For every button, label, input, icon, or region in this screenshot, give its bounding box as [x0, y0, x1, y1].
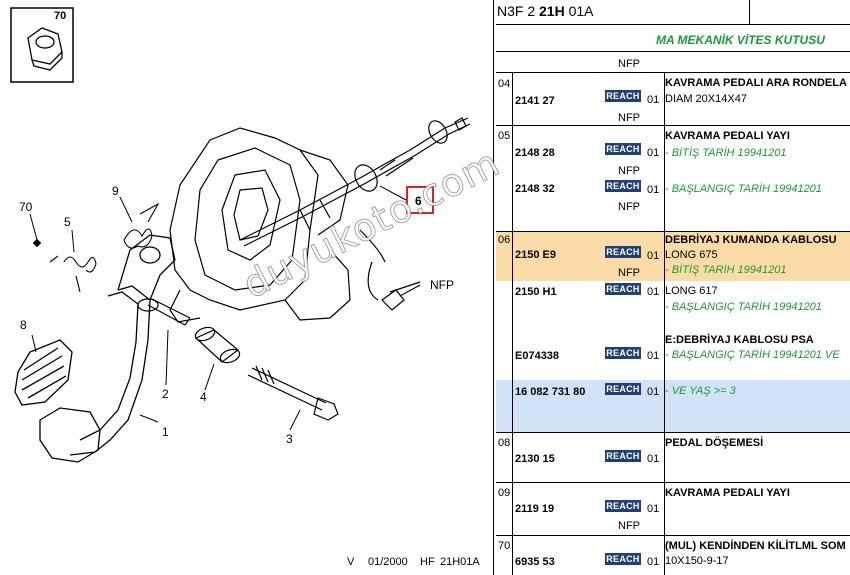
highlight-box — [406, 186, 434, 214]
callout-5: 5 — [64, 215, 71, 229]
exploded-diagram: 70 9 5 8 2 4 1 3 6 NFP 70 V 01/2000 HF 2… — [10, 7, 480, 568]
quantity: 01 — [647, 286, 660, 298]
pedal-pad-icon — [14, 339, 73, 406]
reach-badge: REACH — [605, 90, 641, 102]
footer-v: V — [347, 556, 355, 568]
reach-badge: REACH — [605, 143, 641, 155]
part-desc: LONG 675 — [665, 249, 718, 261]
part-ref[interactable]: E074338 — [515, 350, 560, 362]
footer-code: 21H01A — [440, 556, 480, 568]
part-desc: DIAM 20X14X47 — [665, 93, 747, 105]
date-note: - BAŞLANGIÇ TARİH 19941201 — [665, 183, 822, 195]
callout-4: 4 — [200, 390, 207, 404]
row-number: 06 — [498, 234, 511, 246]
part-ref[interactable]: 2150 E9 — [515, 249, 556, 261]
part-title: (MUL) KENDİNDEN KİLİTLML SOM — [665, 540, 846, 552]
quantity: 01 — [647, 350, 660, 362]
row-number: 09 — [498, 487, 511, 499]
callout-3: 3 — [286, 432, 293, 446]
row-number: 05 — [498, 130, 511, 142]
part-title: DEBRİYAJ KUMANDA KABLOSU — [665, 234, 837, 246]
part-ref[interactable]: 2148 32 — [515, 183, 555, 195]
reach-badge: REACH — [605, 347, 641, 359]
callout-8: 8 — [20, 318, 27, 332]
date-note: - VE YAŞ >= 3 — [665, 385, 736, 397]
part-title: KAVRAMA PEDALI YAYI — [665, 130, 790, 142]
footer-date: 01/2000 — [368, 556, 408, 568]
catalog-code: N3F 2 21H 01A — [497, 3, 594, 19]
part-title: KAVRAMA PEDALI ARA RONDELA — [665, 77, 847, 89]
part-ref[interactable]: 2141 27 — [515, 95, 555, 107]
quantity: 01 — [647, 250, 660, 262]
section-title: MA MEKANİK VİTES KUTUSU — [656, 33, 825, 47]
reach-badge: REACH — [605, 553, 641, 565]
inset-label: 70 — [54, 10, 67, 22]
callout-nfp: NFP — [430, 278, 454, 292]
part-ref[interactable]: 16 082 731 80 — [515, 386, 586, 398]
part-desc: 10X150-9-17 — [665, 555, 729, 567]
date-note: - BAŞLANGIÇ TARİH 19941201 VE — [665, 349, 840, 361]
row-number: 04 — [498, 78, 511, 90]
highlight-row-06 — [496, 231, 850, 281]
reach-badge: REACH — [605, 383, 641, 395]
nfp-label: NFP — [618, 201, 640, 213]
reach-badge: REACH — [605, 283, 641, 295]
callout-9: 9 — [112, 184, 119, 198]
part-title: KAVRAMA PEDALI YAYI — [665, 487, 790, 499]
nfp-label: NFP — [618, 165, 640, 177]
pedal-assembly-drawing — [10, 7, 471, 463]
quantity: 01 — [647, 556, 660, 568]
part-desc: LONG 617 — [665, 285, 718, 297]
part-ref[interactable]: 2130 15 — [515, 453, 555, 465]
row-number: 08 — [498, 437, 511, 449]
nut-70-inset-icon — [27, 27, 63, 71]
quantity: 01 — [647, 453, 660, 465]
nfp-label: NFP — [618, 520, 640, 532]
quantity: 01 — [647, 147, 660, 159]
quantity: 01 — [647, 184, 660, 196]
nfp-column-header: NFP — [618, 58, 640, 70]
date-note: - BAŞLANGIÇ TARİH 19941201 — [665, 301, 822, 313]
nfp-label: NFP — [618, 112, 640, 124]
quantity: 01 — [647, 386, 660, 398]
parts-table: N3F 2 21H 01A MA MEKANİK VİTES KUTUSU NF… — [493, 0, 850, 575]
part-ref[interactable]: 2150 H1 — [515, 286, 557, 298]
callout-6[interactable]: 6 — [415, 194, 422, 208]
row-number: 70 — [498, 540, 511, 552]
date-note: - BİTİŞ TARİH 19941201 — [665, 264, 787, 276]
callout-70: 70 — [19, 200, 33, 214]
reach-badge: REACH — [605, 180, 641, 192]
quantity: 01 — [647, 503, 660, 515]
quantity: 01 — [647, 94, 660, 106]
part-title: E:DEBRİYAJ KABLOSU PSA — [665, 334, 814, 346]
reach-badge: REACH — [605, 450, 641, 462]
part-title: PEDAL DÖŞEMESİ — [665, 437, 764, 449]
footer-hf: HF — [420, 556, 435, 568]
part-ref[interactable]: 2148 28 — [515, 147, 555, 159]
callout-2: 2 — [162, 387, 169, 401]
nfp-label: NFP — [618, 267, 640, 279]
reach-badge: REACH — [605, 500, 641, 512]
reach-badge: REACH — [605, 246, 641, 258]
part-ref[interactable]: 6935 53 — [515, 556, 555, 568]
highlight-row-16082 — [496, 380, 850, 432]
part-ref[interactable]: 2119 19 — [515, 503, 555, 515]
callout-1: 1 — [162, 425, 169, 439]
date-note: - BİTİŞ TARİH 19941201 — [665, 147, 787, 159]
